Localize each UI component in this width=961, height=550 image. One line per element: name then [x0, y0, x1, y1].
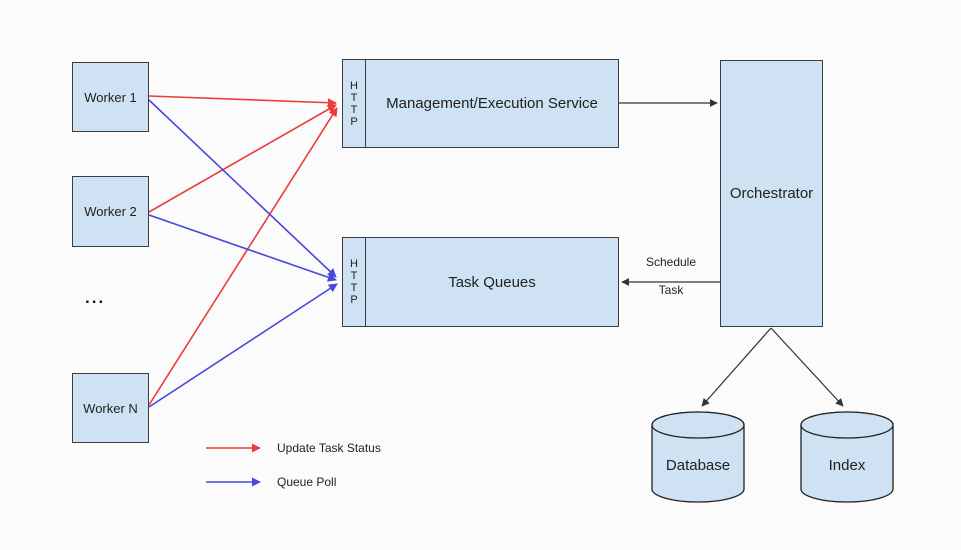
orchestrator-box: Orchestrator: [720, 60, 823, 327]
database-cylinder: [651, 411, 745, 503]
worker-2-label: Worker 2: [84, 204, 137, 219]
index-cylinder: [800, 411, 894, 503]
update-task-status-arrows: [148, 95, 338, 406]
orchestrator-label: Orchestrator: [729, 185, 814, 202]
schedule-task-label-line2: Task: [658, 283, 684, 297]
database-label: Database: [665, 457, 731, 474]
worker-1-label: Worker 1: [84, 89, 137, 105]
poll-arrow-worker2: [148, 214, 337, 282]
legend-queue-poll-label: Queue Poll: [277, 475, 337, 489]
legend-update-task-status-label: Update Task Status: [277, 441, 381, 455]
index-label: Index: [828, 457, 866, 474]
worker-n-box: Worker N: [72, 373, 149, 443]
worker-1-box: Worker 1: [72, 62, 149, 132]
task-queues-label: Task Queues: [448, 273, 536, 291]
poll-arrow-worker1: [148, 99, 337, 278]
worker-2-box: Worker 2: [72, 176, 149, 247]
orchestrator-to-database-arrow: [701, 327, 772, 407]
update-arrow-workerN: [148, 107, 338, 406]
legend-arrows: [206, 443, 261, 487]
update-arrow-worker2: [148, 104, 337, 213]
management-service-label: Management/Execution Service: [386, 95, 598, 112]
task-queues-box: H T T P Task Queues: [342, 237, 619, 327]
orchestrator-to-index-arrow: [770, 327, 844, 407]
http-label: H T T P: [350, 258, 358, 306]
http-label: H T T P: [350, 79, 358, 128]
poll-arrow-workerN: [148, 283, 338, 408]
management-service-box: H T T P Management/Execution Service: [342, 59, 619, 148]
worker-n-label: Worker N: [83, 400, 138, 416]
update-arrow-worker1: [148, 95, 337, 108]
flow-arrows: [619, 99, 844, 407]
management-http-strip: H T T P: [343, 60, 366, 147]
task-queues-http-strip: H T T P: [343, 238, 366, 326]
workers-ellipsis: ...: [85, 288, 106, 307]
schedule-task-label-line1: Schedule: [645, 255, 697, 269]
queue-poll-arrows: [148, 99, 338, 408]
